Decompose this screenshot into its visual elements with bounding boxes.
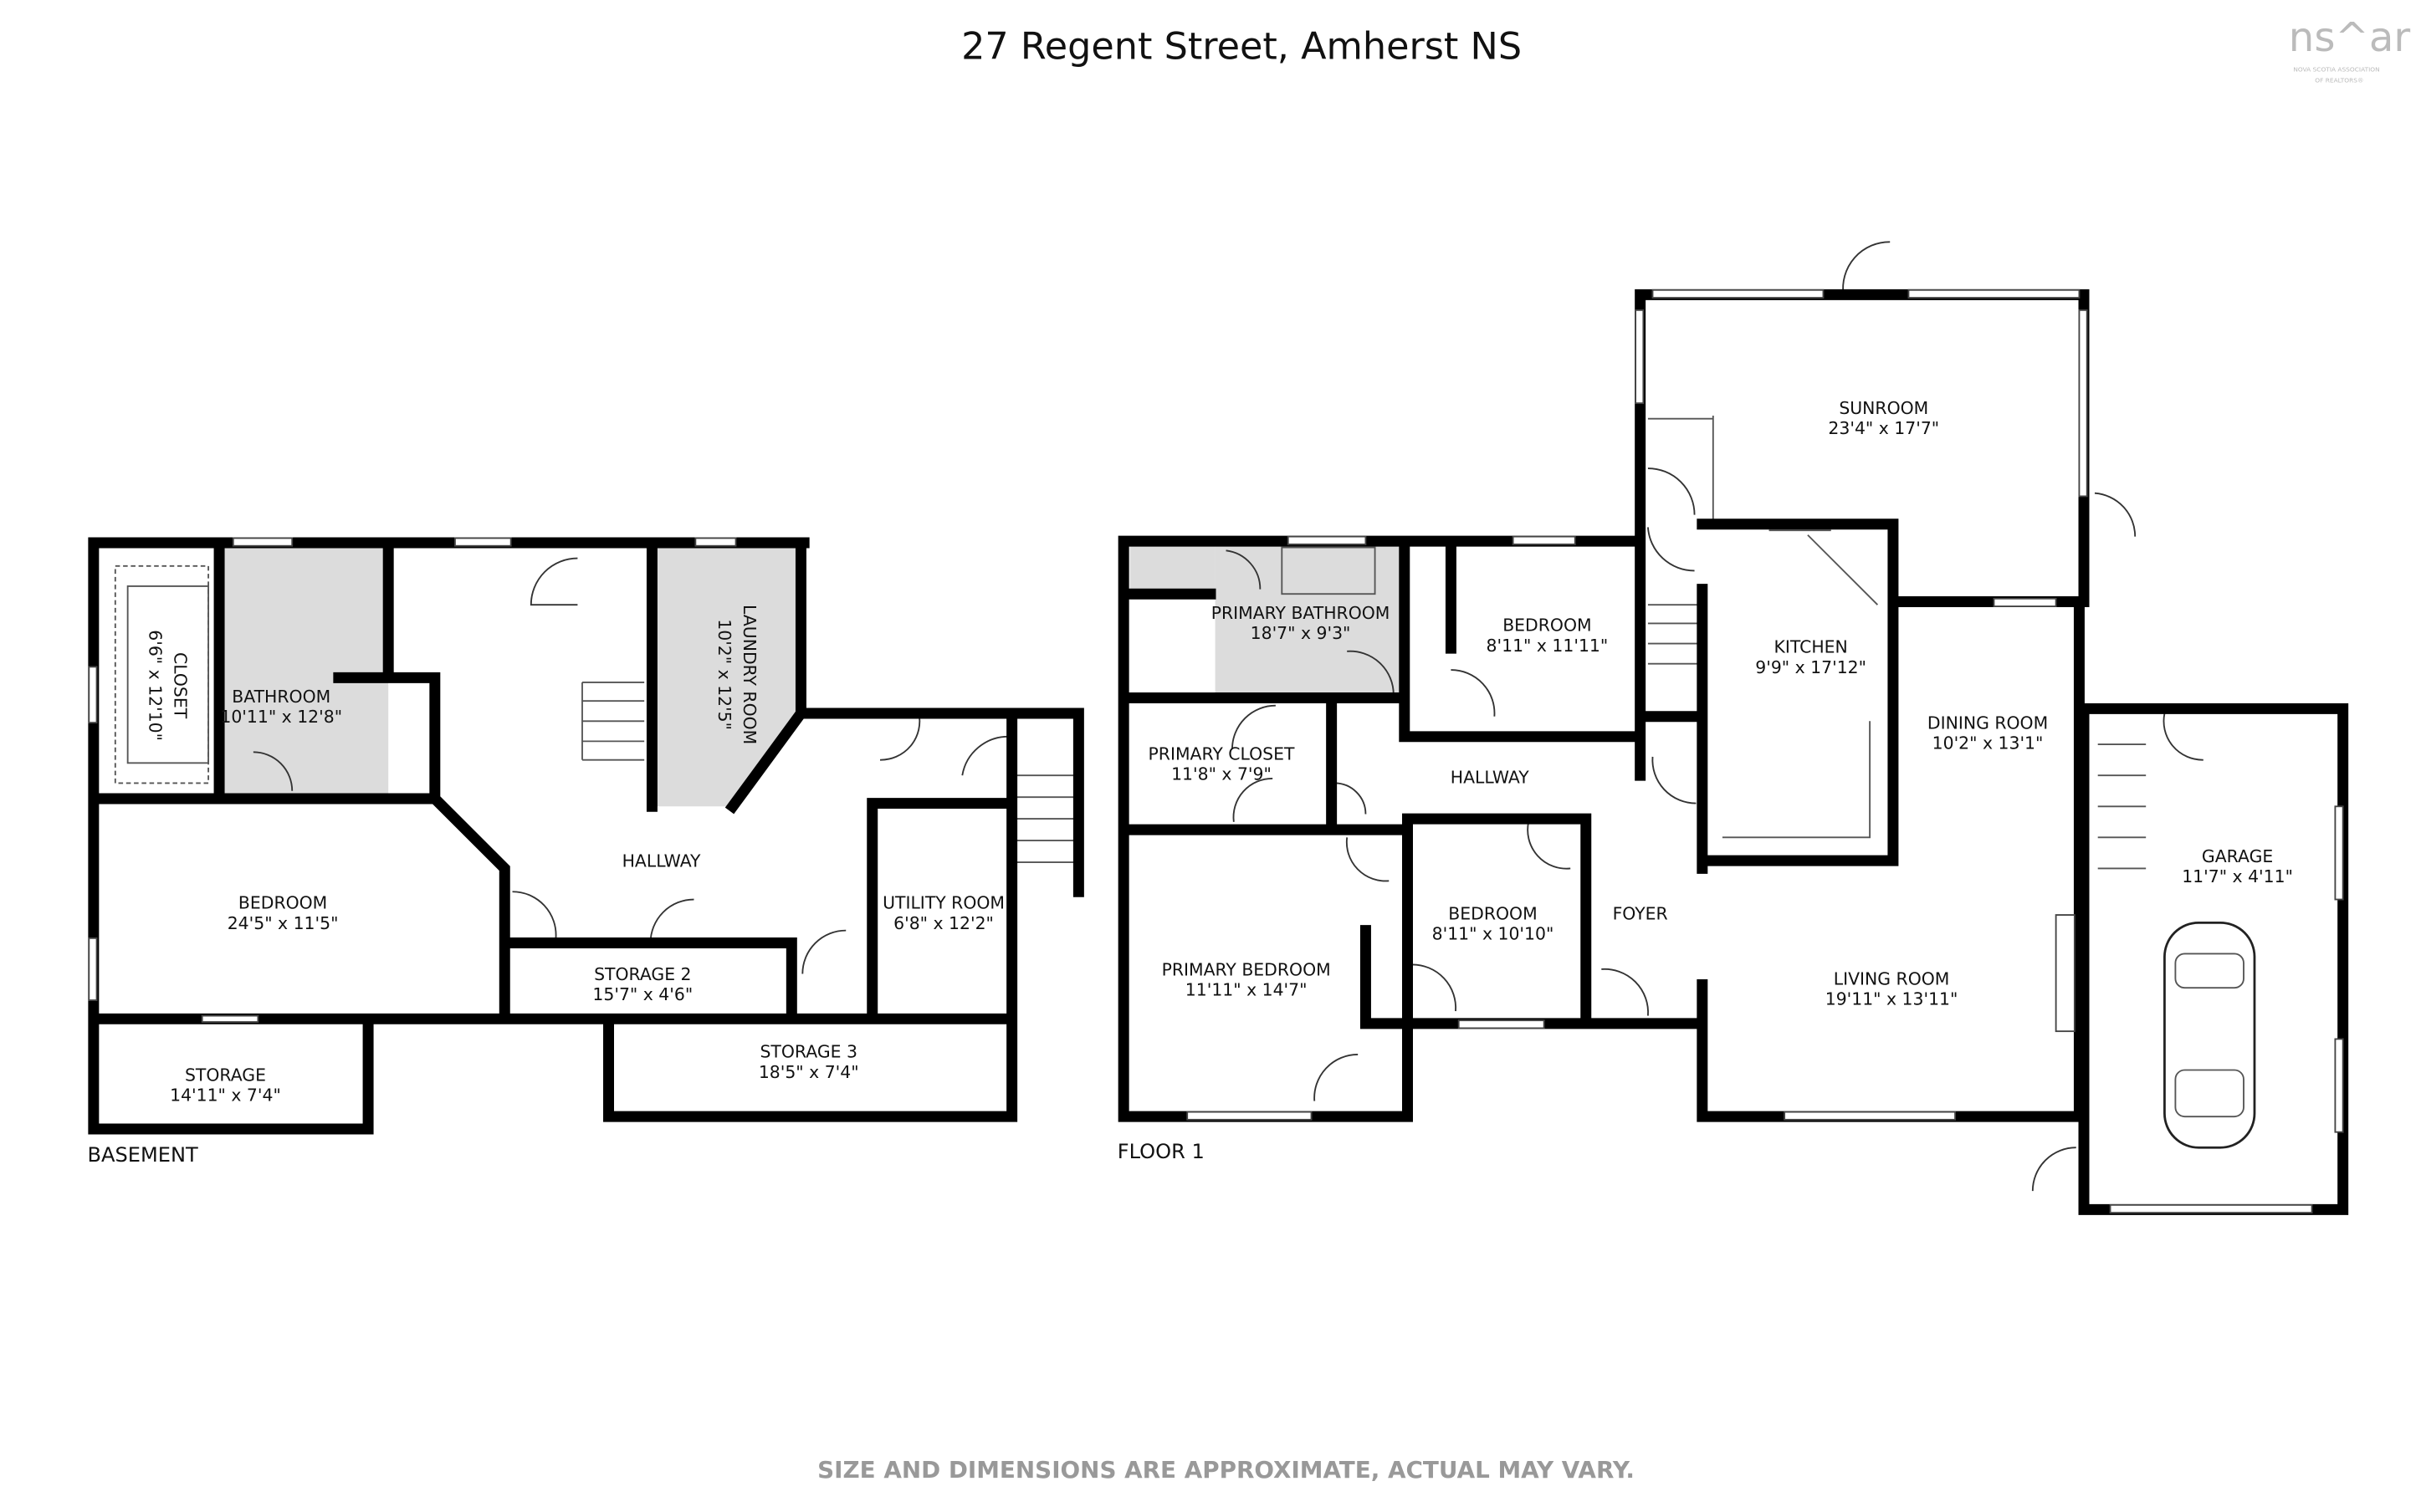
- car-icon: [2163, 921, 2256, 1149]
- room-dims-bathroom: 10'11" x 12'8": [220, 707, 342, 727]
- floor-label-basement: BASEMENT: [87, 1143, 198, 1167]
- room-label-primary-closet: PRIMARY CLOSET: [1149, 744, 1295, 764]
- room-label-foyer: FOYER: [1613, 904, 1668, 924]
- room-dims-bedroom-3: 8'11" x 10'10": [1432, 924, 1554, 944]
- room-dims-dining: 10'2" x 13'1": [1932, 733, 2044, 753]
- basement-plan: CLOSET 6'6" x 12'10" BATHROOM 10'11" x 1…: [87, 537, 1084, 1167]
- room-label-bedroom-2: BEDROOM: [1502, 616, 1591, 636]
- logo-mark: ns^ar: [2289, 14, 2411, 61]
- room-label-garage: GARAGE: [2202, 846, 2273, 866]
- room-dims-closet: 6'6" x 12'10": [146, 630, 166, 741]
- room-label-storage-2: STORAGE 2: [594, 964, 691, 984]
- room-dims-utility: 6'8" x 12'2": [893, 913, 994, 933]
- room-label-hallway: HALLWAY: [622, 851, 701, 871]
- room-label-kitchen: KITCHEN: [1774, 637, 1847, 657]
- room-label-sunroom: SUNROOM: [1839, 398, 1928, 418]
- room-dims-kitchen: 9'9" x 17'12": [1755, 657, 1866, 677]
- room-dims-laundry: 10'2" x 12'5": [714, 619, 734, 730]
- room-dims-bedroom-2: 8'11" x 11'11": [1487, 636, 1609, 656]
- floor-label-floor1: FLOOR 1: [1118, 1140, 1205, 1163]
- logo-line2: OF REALTORS®: [2315, 76, 2363, 84]
- logo-line1: NOVA SCOTIA ASSOCIATION: [2293, 65, 2379, 73]
- room-label-closet: CLOSET: [170, 652, 190, 719]
- room-label-hallway: HALLWAY: [1451, 767, 1529, 787]
- room-label-primary-bathroom: PRIMARY BATHROOM: [1211, 603, 1390, 623]
- room-label-living: LIVING ROOM: [1834, 969, 1950, 989]
- room-dims-storage: 14'11" x 7'4": [170, 1085, 281, 1106]
- room-label-storage-3: STORAGE 3: [760, 1042, 857, 1062]
- room-label-laundry: LAUNDRY ROOM: [740, 605, 760, 744]
- room-dims-storage-3: 18'5" x 7'4": [759, 1062, 859, 1082]
- nsar-logo: ns^ar NOVA SCOTIA ASSOCIATION OF REALTOR…: [2289, 14, 2411, 84]
- disclaimer: SIZE AND DIMENSIONS ARE APPROXIMATE, ACT…: [817, 1456, 1635, 1484]
- page-title: 27 Regent Street, Amherst NS: [961, 25, 1522, 68]
- room-label-bathroom: BATHROOM: [232, 687, 330, 707]
- room-dims-sunroom: 23'4" x 17'7": [1828, 418, 1939, 438]
- room-label-bedroom: BEDROOM: [238, 893, 327, 913]
- room-label-dining: DINING ROOM: [1927, 713, 2048, 733]
- room-dims-bedroom: 24'5" x 11'5": [228, 913, 339, 933]
- room-label-storage: STORAGE: [185, 1065, 266, 1085]
- room-label-primary-bedroom: PRIMARY BEDROOM: [1162, 959, 1331, 979]
- room-dims-garage: 11'7" x 4'11": [2182, 866, 2293, 886]
- room-label-utility: UTILITY ROOM: [883, 893, 1005, 913]
- floor1-plan: SUNROOM 23'4" x 17'7" PRIMARY BATHROOM 1…: [1118, 241, 2349, 1215]
- room-label-bedroom-3: BEDROOM: [1448, 904, 1537, 924]
- room-dims-primary-closet: 11'8" x 7'9": [1171, 764, 1272, 784]
- room-dims-primary-bathroom: 18'7" x 9'3": [1251, 623, 1351, 643]
- room-dims-storage-2: 15'7" x 4'6": [592, 984, 693, 1004]
- room-dims-living: 19'11" x 13'11": [1825, 989, 1958, 1009]
- room-dims-primary-bedroom: 11'11" x 14'7": [1185, 979, 1308, 999]
